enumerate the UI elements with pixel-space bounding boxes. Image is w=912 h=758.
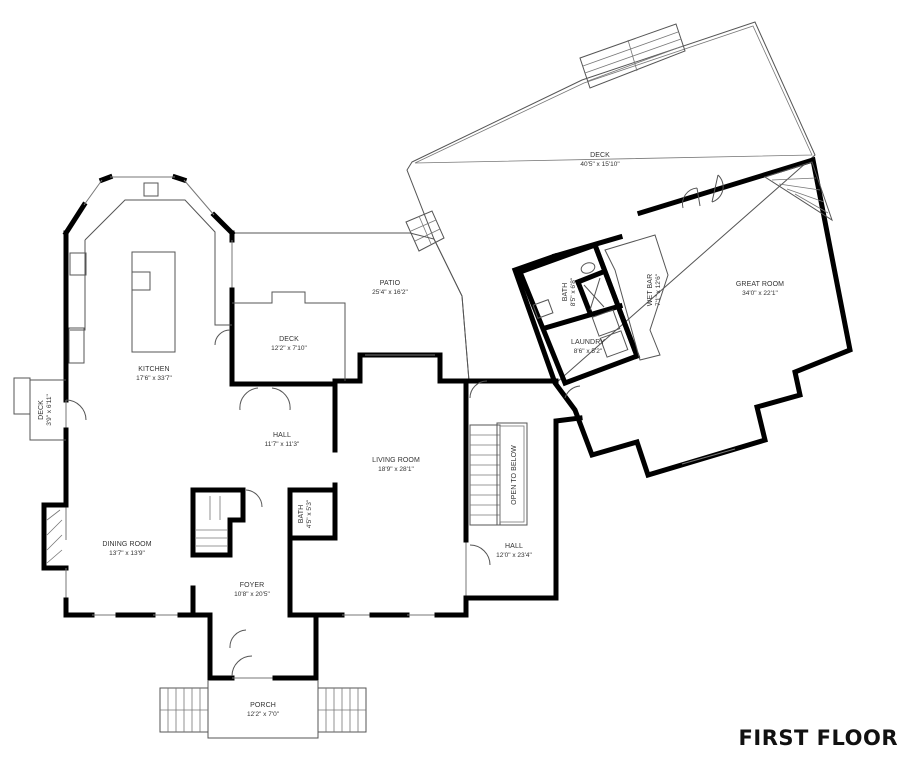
svg-text:13'7" x 13'9": 13'7" x 13'9": [109, 550, 145, 557]
room-label-great-room: GREAT ROOM 34'0" x 22'1": [736, 281, 784, 297]
svg-text:8'5" x 6'8": 8'5" x 6'8": [570, 277, 577, 306]
room-label-dining-room: DINING ROOM 13'7" x 13'9": [102, 541, 151, 557]
room-label-patio: PATIO 25'4" x 16'2": [372, 280, 408, 296]
room-label-kitchen: KITCHEN 17'6" x 33'7": [136, 366, 172, 382]
svg-text:KITCHEN: KITCHEN: [138, 366, 169, 373]
east-stairs: [469, 422, 528, 526]
room-label-open-to-below: OPEN TO BELOW: [511, 445, 518, 505]
svg-text:10'8" x 20'5": 10'8" x 20'5": [234, 591, 270, 598]
svg-text:DINING ROOM: DINING ROOM: [102, 541, 151, 548]
svg-text:BATH: BATH: [298, 505, 305, 524]
room-label-bath-ne: BATH 8'5" x 6'8": [562, 277, 577, 306]
svg-text:4'5" x 5'3": 4'5" x 5'3": [306, 499, 313, 528]
utility-block: [516, 234, 669, 387]
patio-outline: [232, 232, 470, 382]
room-label-foyer: FOYER 10'8" x 20'5": [234, 582, 270, 598]
svg-text:LAUNDRY: LAUNDRY: [571, 339, 605, 346]
svg-text:34'0" x 22'1": 34'0" x 22'1": [742, 290, 778, 297]
svg-text:DECK: DECK: [38, 400, 45, 420]
svg-text:WET BAR: WET BAR: [647, 274, 654, 306]
room-label-laundry: LAUNDRY 8'6" x 5'2": [571, 339, 605, 355]
room-label-deck-small: DECK 12'2" x 7'10": [271, 336, 307, 352]
room-label-deck-side: DECK 3'9" x 6'11": [38, 394, 53, 426]
svg-text:DECK: DECK: [590, 152, 610, 159]
svg-text:7'1" x 12'6": 7'1" x 12'6": [655, 273, 662, 306]
deck-large-outline: [405, 21, 816, 384]
room-label-hall-center: HALL 11'7" x 11'3": [265, 432, 300, 448]
main-house-walls: [41, 173, 583, 681]
svg-text:12'0" x 23'4": 12'0" x 23'4": [496, 552, 532, 559]
svg-text:25'4" x 16'2": 25'4" x 16'2": [372, 289, 408, 296]
svg-text:BATH: BATH: [562, 283, 569, 302]
svg-text:GREAT ROOM: GREAT ROOM: [736, 281, 784, 288]
svg-text:18'9" x 28'1": 18'9" x 28'1": [378, 466, 414, 473]
svg-text:PATIO: PATIO: [380, 280, 401, 287]
svg-text:DECK: DECK: [279, 336, 299, 343]
floor-title: FIRST FLOOR: [738, 726, 898, 750]
svg-text:LIVING ROOM: LIVING ROOM: [372, 457, 420, 464]
room-label-hall-east: HALL 12'0" x 23'4": [496, 543, 532, 559]
interior-stairs: [196, 496, 228, 547]
svg-text:PORCH: PORCH: [250, 702, 276, 709]
svg-text:12'2" x 7'0": 12'2" x 7'0": [247, 711, 280, 718]
room-label-wet-bar: WET BAR 7'1" x 12'6": [647, 273, 662, 306]
kitchen-counters: [68, 182, 232, 364]
svg-text:FOYER: FOYER: [240, 582, 265, 589]
svg-text:12'2" x 7'10": 12'2" x 7'10": [271, 345, 307, 352]
deck-left-stairs: [405, 210, 445, 252]
svg-text:HALL: HALL: [273, 432, 291, 439]
svg-text:17'6" x 33'7": 17'6" x 33'7": [136, 375, 172, 382]
great-room-walls: [511, 156, 853, 479]
svg-text:8'6" x 5'2": 8'6" x 5'2": [574, 348, 603, 355]
room-label-deck-large: DECK 40'5" x 15'10": [580, 152, 620, 168]
doors: [65, 329, 581, 677]
svg-text:11'7" x 11'3": 11'7" x 11'3": [265, 441, 300, 448]
svg-text:3'9" x 6'11": 3'9" x 6'11": [46, 394, 53, 426]
svg-text:HALL: HALL: [505, 543, 523, 550]
porch-outline: [159, 680, 367, 739]
room-label-bath-small: BATH 4'5" x 5'3": [298, 499, 313, 528]
room-label-living-room: LIVING ROOM 18'9" x 28'1": [372, 457, 420, 473]
svg-text:40'5" x 15'10": 40'5" x 15'10": [580, 161, 620, 168]
fireplace: [46, 509, 63, 564]
svg-text:OPEN TO BELOW: OPEN TO BELOW: [511, 445, 518, 505]
deck-top-stairs: [579, 23, 686, 89]
deck-side-outline: [13, 377, 66, 441]
room-label-porch: PORCH 12'2" x 7'0": [247, 702, 280, 718]
